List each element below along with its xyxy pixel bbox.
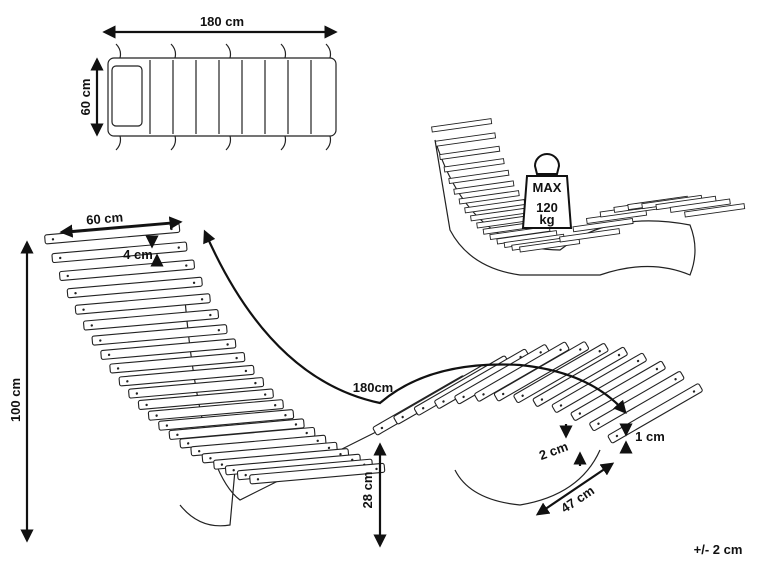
top-width-label: 60 cm bbox=[78, 79, 93, 116]
slat bbox=[443, 158, 505, 173]
svg-text:120: 120 bbox=[536, 200, 558, 215]
slat bbox=[158, 409, 295, 431]
slat bbox=[66, 276, 203, 299]
slat bbox=[439, 145, 501, 161]
slat bbox=[74, 293, 211, 315]
svg-text:MAX: MAX bbox=[533, 180, 562, 195]
seat-height-label: 28 cm bbox=[360, 472, 375, 509]
top-view-mattress bbox=[107, 43, 337, 151]
height-label: 100 cm bbox=[8, 378, 23, 422]
slat bbox=[431, 118, 493, 133]
slat bbox=[44, 222, 181, 245]
slat bbox=[434, 132, 497, 147]
tolerance-label: +/- 2 cm bbox=[694, 542, 743, 557]
slat-depth-label: 4 cm bbox=[123, 247, 153, 262]
slat bbox=[51, 241, 188, 264]
slat bbox=[572, 217, 634, 233]
top-length-label: 180 cm bbox=[200, 14, 244, 29]
pillow bbox=[111, 65, 143, 127]
curve-length-label: 180cm bbox=[353, 380, 393, 395]
slat bbox=[58, 259, 196, 282]
slat-gap-label: 2 cm bbox=[537, 439, 570, 463]
slat bbox=[453, 180, 515, 195]
slat bbox=[669, 198, 731, 213]
slat bbox=[458, 190, 520, 205]
perspective-lounger bbox=[431, 118, 746, 276]
weight-icon: MAX 120 kg bbox=[521, 153, 573, 229]
svg-text:kg: kg bbox=[539, 212, 554, 227]
base-width-arrow bbox=[535, 462, 615, 516]
slat bbox=[448, 169, 510, 185]
slat-width-arrow bbox=[59, 216, 183, 238]
slat bbox=[589, 371, 685, 432]
slat bbox=[559, 228, 621, 243]
slat-width-label: 60 cm bbox=[86, 209, 124, 227]
curve-length-arrow bbox=[203, 229, 627, 414]
slat bbox=[684, 203, 746, 218]
slat-thickness-label: 1 cm bbox=[635, 429, 665, 444]
